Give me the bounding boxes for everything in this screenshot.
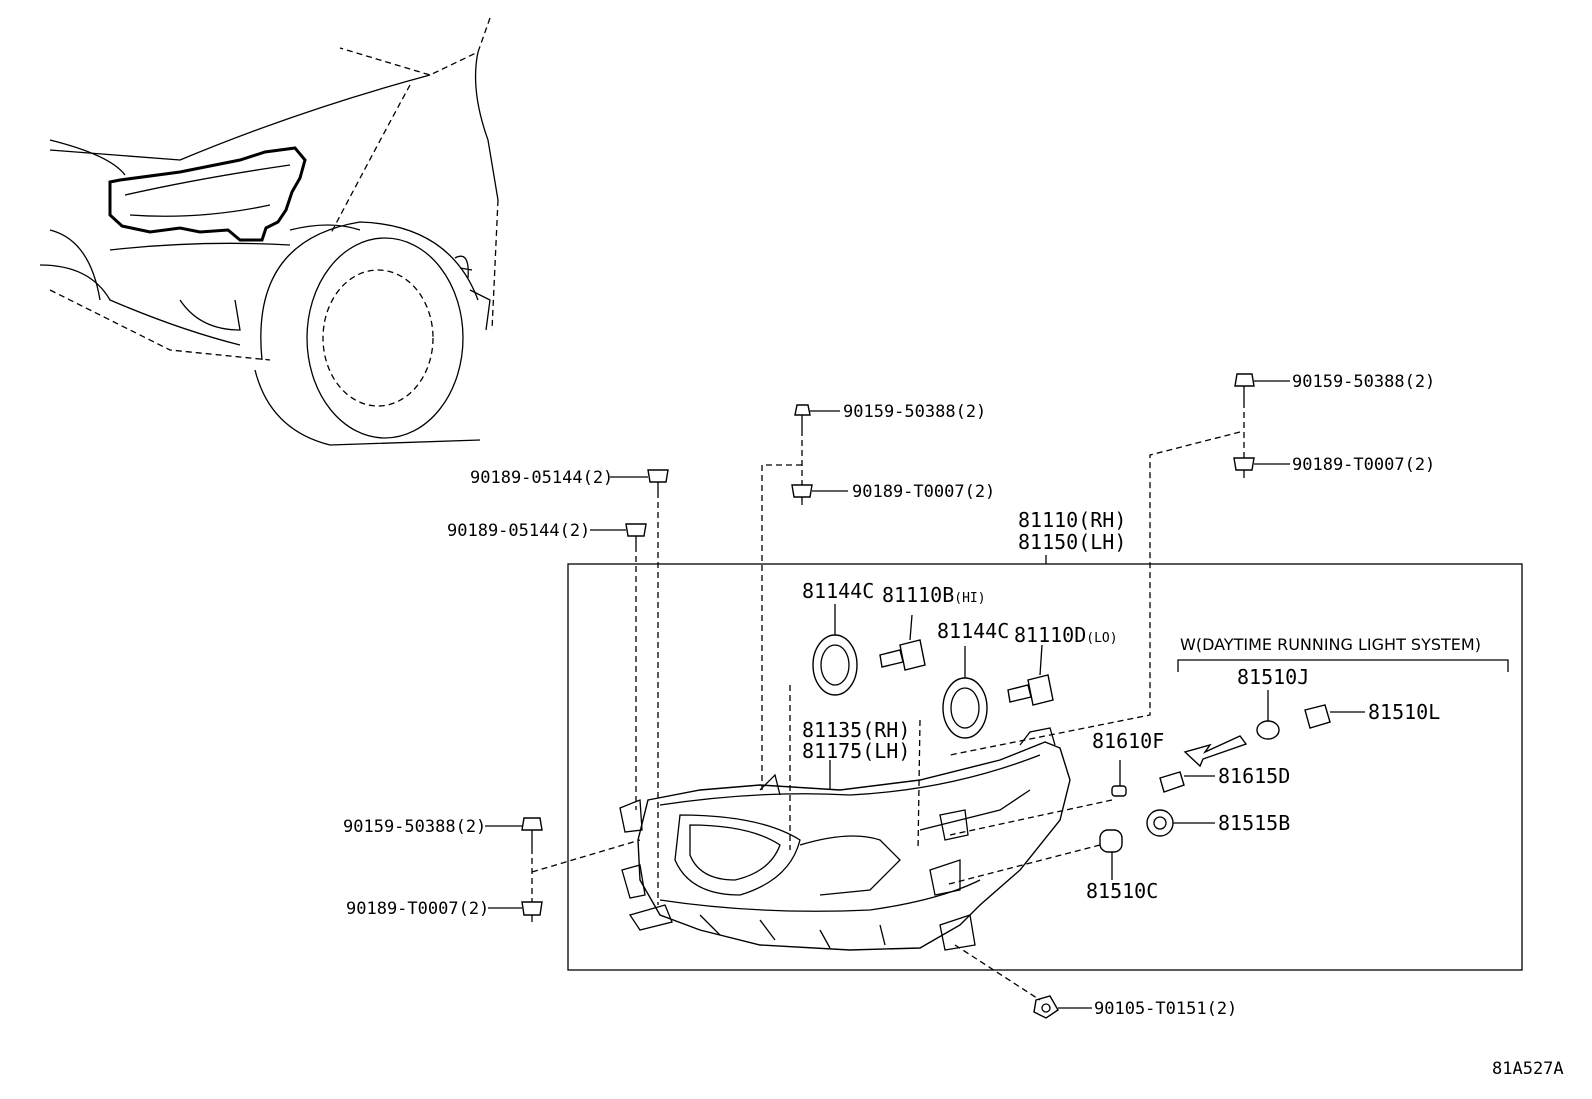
label-bulb-lo-tag: (LO) — [1086, 631, 1117, 646]
label-bolt-bottom: 90105-T0151(2) — [1094, 999, 1237, 1019]
clip-left-a-icon — [647, 469, 669, 492]
label-clip-left-b: 90189-05144(2) — [447, 521, 590, 541]
screw-left-icon — [521, 817, 543, 848]
bulb-turn-icon — [1099, 829, 1123, 880]
label-socket-drl: 81510L — [1368, 700, 1440, 724]
label-bulb-hi-num: 81110B — [882, 583, 954, 607]
assembly-label-rh: 81110(RH) — [1018, 508, 1126, 532]
label-bulb-hi-tag: (HI) — [954, 591, 985, 606]
label-clip-left-a: 90189-05144(2) — [470, 468, 613, 488]
install-lines — [531, 402, 1245, 1001]
drl-system-bracket — [1177, 659, 1509, 672]
bolt-bottom-icon — [1033, 995, 1059, 1019]
label-bracket-rh: 81135(RH) — [802, 718, 910, 742]
install-arrow-icon — [1183, 735, 1248, 768]
bulb-hi-icon — [879, 614, 926, 671]
label-screw-top-center: 90159-50388(2) — [843, 402, 986, 422]
label-bulb-small: 81610F — [1092, 729, 1164, 753]
label-bulb-turn: 81510C — [1086, 879, 1158, 903]
clip-left-b-icon — [625, 523, 647, 546]
seal-hi-icon — [812, 634, 858, 696]
label-clip-top-right: 90189-T0007(2) — [1292, 455, 1435, 475]
assembly-label-lh: 81150(LH) — [1018, 530, 1126, 554]
label-socket-turn: 81515B — [1218, 811, 1290, 835]
vehicle-front-illustration — [39, 17, 499, 446]
socket-turn-icon — [1146, 809, 1174, 837]
clip-left-icon — [521, 901, 543, 922]
label-bulb-drl: 81510J — [1237, 665, 1309, 689]
label-clip-top-center: 90189-T0007(2) — [852, 482, 995, 502]
screw-top-right-icon — [1234, 373, 1255, 402]
clip-top-center-icon — [791, 484, 813, 505]
label-screw-top-right: 90159-50388(2) — [1292, 372, 1435, 392]
label-bulb-hi: 81110B(HI) — [882, 583, 986, 607]
assembly-frame — [567, 563, 1523, 971]
label-bracket-lh: 81175(LH) — [802, 739, 910, 763]
seal-lo-icon — [942, 677, 988, 739]
label-socket-small: 81615D — [1218, 764, 1290, 788]
label-screw-left: 90159-50388(2) — [343, 817, 486, 837]
screw-top-center-icon — [794, 404, 811, 430]
bulb-lo-icon — [1007, 644, 1054, 706]
socket-drl-icon — [1304, 704, 1331, 729]
bulb-small-icon — [1111, 760, 1127, 797]
label-seal-lo: 81144C — [937, 619, 1009, 643]
label-bulb-lo: 81110D(LO) — [1014, 623, 1118, 647]
diagram-id: 81A527A — [1492, 1059, 1564, 1079]
leader-lines — [485, 380, 1365, 1009]
socket-small-icon — [1159, 771, 1185, 793]
headlamp-housing — [619, 727, 1071, 951]
drl-system-label: W(DAYTIME RUNNING LIGHT SYSTEM) — [1180, 635, 1481, 654]
bulb-drl-icon — [1256, 690, 1280, 740]
label-bulb-lo-num: 81110D — [1014, 623, 1086, 647]
clip-top-right-icon — [1233, 457, 1255, 478]
label-seal-hi: 81144C — [802, 579, 874, 603]
label-clip-left: 90189-T0007(2) — [346, 899, 489, 919]
